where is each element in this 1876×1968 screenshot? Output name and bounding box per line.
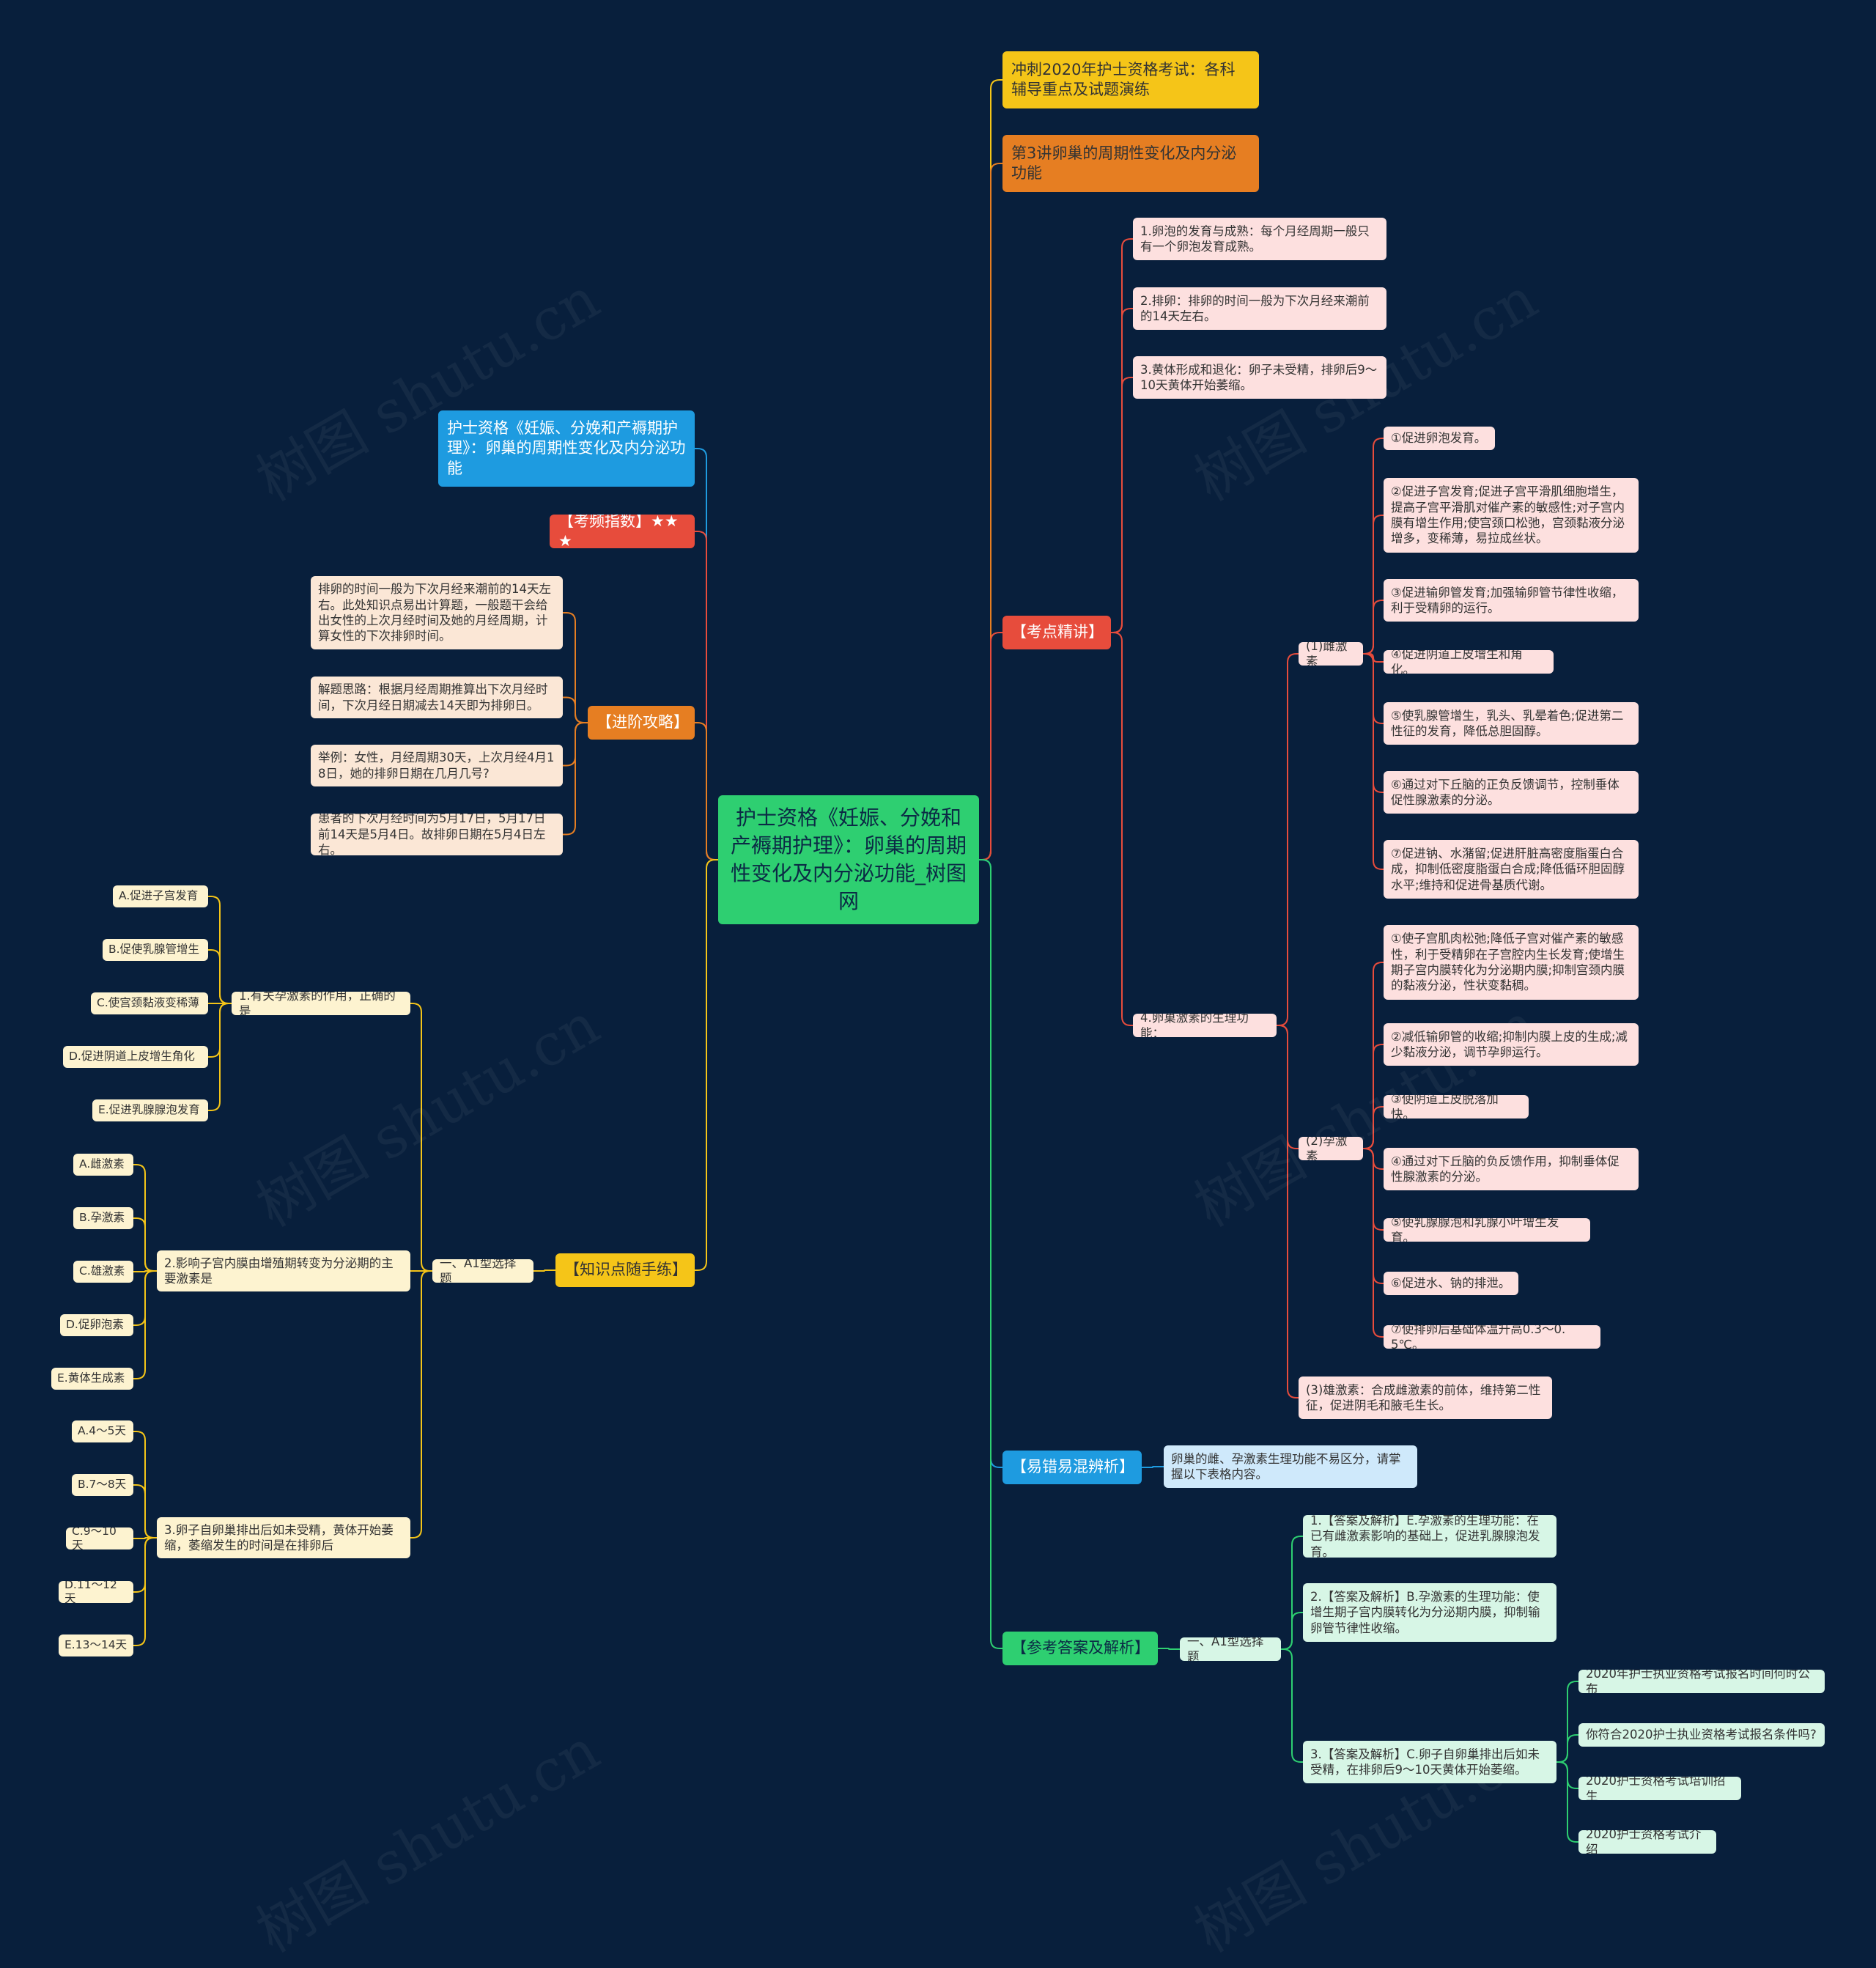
answer-item[interactable]: 3.【答案及解析】C.卵子自卵巢排出后如未受精，在排卵后9～10天黄体开始萎缩。 (1303, 1741, 1556, 1783)
connector-line (1111, 377, 1133, 633)
connector-line (1111, 632, 1133, 1026)
estrogen-item[interactable]: ⑥通过对下丘脑的正负反馈调节，控制垂体促性腺激素的分泌。 (1384, 771, 1639, 814)
confusion-node[interactable]: 【易错易混辨析】 (1002, 1451, 1142, 1484)
progesterone-item[interactable]: ①使子宫肌肉松弛;降低子宫对催产素的敏感性，利于受精卵在子宫腔内生长发育;使增生… (1384, 925, 1639, 1000)
estrogen-item[interactable]: ①促进卵泡发育。 (1384, 427, 1495, 450)
connector-line (133, 1484, 157, 1538)
connector-line (410, 1270, 432, 1538)
practice-node[interactable]: 【知识点随手练】 (555, 1253, 695, 1287)
connector-line (695, 722, 718, 860)
connector-line (133, 1217, 157, 1272)
progesterone-node[interactable]: (2)孕激素 (1299, 1137, 1363, 1160)
question-3[interactable]: 3.卵子自卵巢排出后如未受精，黄体开始萎缩，萎缩发生的时间是在排卵后 (157, 1517, 410, 1558)
key-point-item[interactable]: 1.卵泡的发育与成熟：每个月经周期一般只有一个卵泡发育成熟。 (1133, 218, 1386, 260)
answers-section-node[interactable]: 一、A1型选择题 (1180, 1637, 1281, 1661)
option-node[interactable]: D.促进阴道上皮增生角化 (63, 1046, 208, 1068)
connector-line (533, 1269, 555, 1272)
related-link[interactable]: 你符合2020护士执业资格考试报名条件吗? (1578, 1723, 1825, 1747)
progesterone-item[interactable]: ②减低输卵管的收缩;抑制内膜上皮的生成;减少黏液分泌，调节孕卵运行。 (1384, 1023, 1639, 1066)
option-node[interactable]: A.促进子宫发育 (113, 885, 208, 907)
hormone-function-node[interactable]: 4.卵巢激素的生理功能： (1133, 1014, 1277, 1037)
connector-line (208, 949, 232, 1004)
option-node[interactable]: D.11～12天 (59, 1581, 133, 1603)
related-link[interactable]: 2020护士资格考试介绍 (1578, 1830, 1716, 1854)
key-point-item[interactable]: 3.黄体形成和退化：卵子未受精，排卵后9～10天黄体开始萎缩。 (1133, 356, 1386, 399)
progesterone-item[interactable]: ④通过对下丘脑的负反馈作用，抑制垂体促性腺激素的分泌。 (1384, 1148, 1639, 1190)
advanced-item[interactable]: 解题思路：根据月经周期推算出下次月经时间，下次月经日期减去14天即为排卵日。 (311, 677, 563, 718)
estrogen-node[interactable]: (1)雌激素 (1299, 642, 1363, 666)
connector-line (563, 696, 588, 723)
option-node[interactable]: E.促进乳腺腺泡发育 (92, 1099, 208, 1121)
root-node[interactable]: 护士资格《妊娠、分娩和产褥期护理》：卵巢的周期性变化及内分泌功能_树图网 (718, 795, 979, 924)
connector-line (1277, 653, 1299, 1026)
estrogen-item[interactable]: ②促进子宫发育;促进子宫平滑肌细胞增生，提高子宫平滑肌对催产素的敏感性;对子宫内… (1384, 478, 1639, 553)
connector-line (133, 1270, 157, 1379)
connector-line (1363, 1106, 1384, 1149)
option-node[interactable]: B.7～8天 (72, 1474, 133, 1496)
option-node[interactable]: E.黄体生成素 (51, 1368, 133, 1390)
advanced-strategy-node[interactable]: 【进阶攻略】 (588, 706, 695, 740)
practice-section-node[interactable]: 一、A1型选择题 (432, 1259, 533, 1283)
progesterone-item[interactable]: ⑥促进水、钠的排泄。 (1384, 1272, 1518, 1295)
connector-line (1363, 600, 1384, 655)
androgen-node[interactable]: (3)雄激素：合成雌激素的前体，维持第二性征，促进阴毛和腋毛生长。 (1299, 1377, 1552, 1419)
key-points-node[interactable]: 【考点精讲】 (1002, 616, 1111, 649)
question-2[interactable]: 2.影响子宫内膜由增殖期转变为分泌期的主要激素是 (157, 1250, 410, 1291)
connector-line (1363, 653, 1384, 663)
answer-item[interactable]: 1.【答案及解析】E.孕激素的生理功能：在已有雌激素影响的基础上，促进乳腺腺泡发… (1303, 1515, 1556, 1558)
connector-line (208, 1003, 232, 1111)
progesterone-item[interactable]: ⑤使乳腺腺泡和乳腺小叶增生发育。 (1384, 1218, 1590, 1242)
estrogen-item[interactable]: ⑦促进钠、水潴留;促进肝脏高密度脂蛋白合成，抑制低密度脂蛋白合成;降低循环胆固醇… (1384, 840, 1639, 899)
option-node[interactable]: B.孕激素 (73, 1207, 133, 1229)
option-node[interactable]: A.雌激素 (73, 1154, 133, 1176)
option-node[interactable]: C.使宫颈黏液变稀薄 (91, 992, 208, 1014)
progesterone-item[interactable]: ⑦使排卵后基础体温升高0.3～0.5℃。 (1384, 1325, 1600, 1349)
frequency-node[interactable]: 【考频指数】★★★ (550, 515, 695, 548)
connector-line (133, 1270, 157, 1272)
answers-node[interactable]: 【参考答案及解析】 (1002, 1632, 1158, 1665)
connector-line (1158, 1648, 1180, 1650)
option-node[interactable]: A.4～5天 (72, 1420, 133, 1442)
sprint-node[interactable]: 冲刺2020年护士资格考试：各科辅导重点及试题演练 (1002, 51, 1259, 108)
question-1[interactable]: 1.有关孕激素的作用，正确的是 (232, 992, 410, 1015)
connector-line (1363, 653, 1384, 870)
lecture-node[interactable]: 第3讲卵巢的周期性变化及内分泌功能 (1002, 135, 1259, 192)
option-node[interactable]: C.雄激素 (73, 1261, 133, 1283)
connector-line (1281, 1648, 1303, 1763)
related-link[interactable]: 2020护士资格考试培训招生 (1578, 1777, 1741, 1800)
option-node[interactable]: D.促卵泡素 (60, 1314, 133, 1336)
connector-line (1556, 1761, 1578, 1843)
connector-line (1556, 1734, 1578, 1763)
connector-line (1363, 1148, 1384, 1338)
estrogen-item[interactable]: ④促进阴道上皮增生和角化。 (1384, 650, 1554, 674)
option-node[interactable]: B.促使乳腺管增生 (103, 939, 208, 961)
connector-line (1281, 1612, 1303, 1650)
related-link[interactable]: 2020年护士执业资格考试报名时间何时公布 (1578, 1670, 1825, 1693)
connector-line (563, 722, 588, 836)
progesterone-item[interactable]: ③使阴道上皮脱落加快。 (1384, 1095, 1529, 1118)
answer-item[interactable]: 2.【答案及解析】B.孕激素的生理功能：使增生期子宫内膜转化为分泌期内膜，抑制输… (1303, 1583, 1556, 1642)
connector-line (133, 1537, 157, 1646)
key-point-item[interactable]: 2.排卵：排卵的时间一般为下次月经来潮前的14天左右。 (1133, 287, 1386, 330)
connector-line (695, 859, 718, 1271)
left-title-node[interactable]: 护士资格《妊娠、分娩和产褥期护理》：卵巢的周期性变化及内分泌功能 (438, 410, 695, 487)
estrogen-item[interactable]: ⑤使乳腺管增生，乳头、乳晕着色;促进第二性征的发育，降低总胆固醇。 (1384, 702, 1639, 745)
option-node[interactable]: C.9～10天 (66, 1527, 133, 1549)
connector-lines (133, 79, 1578, 1843)
connector-line (410, 1003, 432, 1272)
advanced-item[interactable]: 举例：女性，月经周期30天，上次月经4月18日，她的排卵日期在几月几号? (311, 745, 563, 786)
confusion-text[interactable]: 卵巢的雌、孕激素生理功能不易区分，请掌握以下表格内容。 (1164, 1445, 1417, 1488)
connector-line (1277, 1025, 1299, 1398)
advanced-item[interactable]: 排卵的时间一般为下次月经来潮前的14天左右。此处知识点易出计算题，一般题干会给出… (311, 576, 563, 649)
connector-line (979, 859, 1002, 1649)
option-node[interactable]: E.13～14天 (59, 1635, 133, 1656)
estrogen-item[interactable]: ③促进输卵管发育;加强输卵管节律性收缩，利于受精卵的运行。 (1384, 579, 1639, 622)
connector-line (979, 632, 1002, 860)
advanced-item[interactable]: 患者的下次月经时间为5月17日，5月17日前14天是5月4日。故排卵日期在5月4… (311, 814, 563, 855)
